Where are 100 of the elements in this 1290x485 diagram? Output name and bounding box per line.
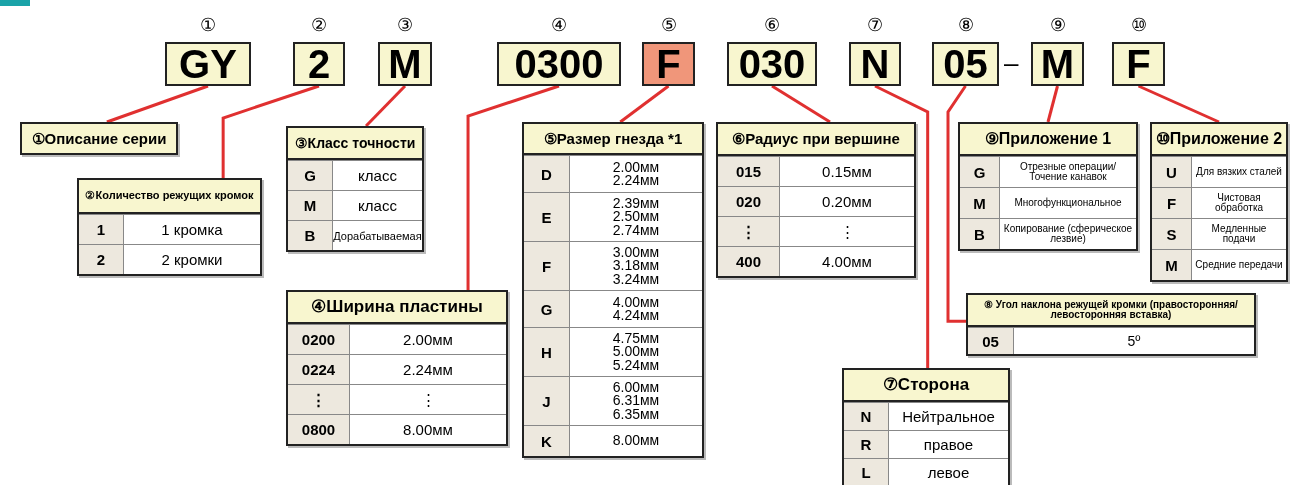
value-cell-text: 4.00мм: [821, 252, 873, 272]
spec-table: [286, 126, 424, 252]
value-text: 2.00мм 2.24мм: [612, 160, 660, 188]
value-cell-text: 0.20мм: [821, 192, 873, 212]
code-box: N: [849, 42, 901, 86]
code-cell: L: [844, 459, 889, 485]
table-heading: ⑤Размер гнезда *1: [524, 124, 702, 155]
code-cell: N: [844, 403, 889, 430]
value-text: 8.00мм: [612, 434, 660, 448]
value-cell-text: левое: [926, 463, 971, 483]
code-cell: B: [960, 219, 1000, 249]
index-number: ⑨: [1048, 16, 1067, 34]
index-number: ⑦: [866, 16, 884, 34]
code-box: 0300: [497, 42, 621, 86]
code-cell: ⋮: [718, 217, 780, 246]
spec-table: [522, 122, 704, 458]
value-cell-text: Копирование (сферическое лезвие): [1002, 221, 1134, 246]
code-box: F: [1112, 42, 1165, 86]
value-cell-text: Средние передачи: [1194, 257, 1284, 272]
code-cell: M: [288, 191, 333, 220]
value-cell-text: 2.24мм: [402, 360, 454, 380]
table-heading: ②Количество режущих кромок: [79, 180, 260, 214]
value-cell-text: ⋮: [419, 389, 437, 410]
value-cell-text: правое: [922, 435, 975, 455]
leader-line: [221, 84, 320, 178]
code-box: 030: [727, 42, 817, 86]
index-number: ⑥: [763, 16, 781, 34]
code-cell: M: [960, 188, 1000, 218]
index-number: ②: [310, 16, 328, 34]
code-cell: S: [1152, 219, 1192, 249]
index-number: ①: [199, 16, 217, 34]
value-cell-text: Чистовая обработка: [1213, 190, 1265, 215]
code-cell: 015: [718, 157, 780, 186]
leader-line: [466, 84, 560, 290]
value-text: 4.00мм 4.24мм: [612, 295, 660, 323]
value-cell-text: 2.00мм: [402, 330, 454, 350]
code-cell: U: [1152, 157, 1192, 187]
value-text: 2.39мм 2.50мм 2.74мм: [612, 197, 660, 237]
code-cell: E: [524, 193, 570, 241]
index-number: ⑤: [659, 16, 678, 34]
code-cell: 1: [79, 215, 124, 244]
code-cell: M: [1152, 250, 1192, 280]
code-box: 05: [932, 42, 999, 86]
code-cell: F: [1152, 188, 1192, 218]
code-cell: G: [524, 291, 570, 327]
leader-line: [364, 84, 407, 128]
code-box: F: [642, 42, 695, 86]
code-cell: G: [960, 157, 1000, 187]
leader-line: [106, 84, 209, 124]
code-box: GY: [165, 42, 251, 86]
code-cell: 0800: [288, 415, 350, 444]
spec-table: [958, 122, 1138, 251]
value-text: 6.00мм 6.31мм 6.35мм: [612, 381, 660, 421]
code-cell: 400: [718, 247, 780, 276]
series-label: ①Описание серии: [20, 122, 178, 155]
value-text: 3.00мм 3.18мм 3.24мм: [612, 246, 660, 286]
spec-table: [1150, 122, 1288, 282]
table-heading: ③Класс точности: [288, 128, 422, 160]
value-cell-text: 0.15мм: [821, 162, 873, 182]
spec-table: [77, 178, 262, 276]
code-cell: F: [524, 242, 570, 290]
table-heading: ⑦Сторона: [844, 370, 1008, 402]
leader-line: [619, 84, 670, 124]
value-cell-text: 1 кромка: [160, 220, 224, 240]
value-cell-text: ⋮: [838, 221, 856, 242]
value-text: 4.75мм 5.00мм 5.24мм: [612, 332, 660, 372]
value-cell-text: Для вязких сталей: [1195, 164, 1283, 179]
value-cell-text: Отрезные операции/Точение канавок: [1018, 159, 1118, 184]
value-cell-text: 8.00мм: [402, 420, 454, 440]
leader-line: [946, 85, 967, 323]
index-number: ⑩: [1129, 16, 1148, 34]
value-cell-text: класс: [357, 196, 398, 216]
code-box: M: [1031, 42, 1084, 86]
spec-table: [286, 290, 508, 446]
spec-table: [716, 122, 916, 278]
value-cell-text: 5º: [1126, 332, 1142, 351]
code-cell: G: [288, 161, 333, 190]
code-cell: D: [524, 156, 570, 192]
value-cell-text: Многофункциональное: [1013, 195, 1123, 210]
code-cell: 0224: [288, 355, 350, 384]
separator-dash: –: [1004, 50, 1019, 76]
table-heading: ④Ширина пластины: [288, 292, 506, 324]
leader-line: [771, 84, 831, 124]
leader-line: [1137, 84, 1220, 124]
index-number: ④: [550, 16, 568, 34]
code-cell: H: [524, 328, 570, 376]
leader-line: [874, 84, 930, 368]
value-cell-text: Нейтральное: [901, 407, 996, 427]
code-cell: 0200: [288, 325, 350, 354]
leader-line: [1046, 85, 1059, 123]
code-cell: ⋮: [288, 385, 350, 414]
value-cell-text: Медленные подачи: [1210, 221, 1268, 246]
table-heading: ⑧ Угол наклона режущей кромки (правосторонняя/левосторонняя вставка): [968, 295, 1254, 327]
code-cell: R: [844, 431, 889, 458]
code-cell: K: [524, 426, 570, 456]
spec-table: [966, 293, 1256, 356]
table-heading: ⑩Приложение 2: [1152, 124, 1286, 156]
index-number: ③: [396, 16, 414, 34]
code-box: M: [378, 42, 432, 86]
value-cell-text: Дорабатываемая: [333, 228, 422, 244]
